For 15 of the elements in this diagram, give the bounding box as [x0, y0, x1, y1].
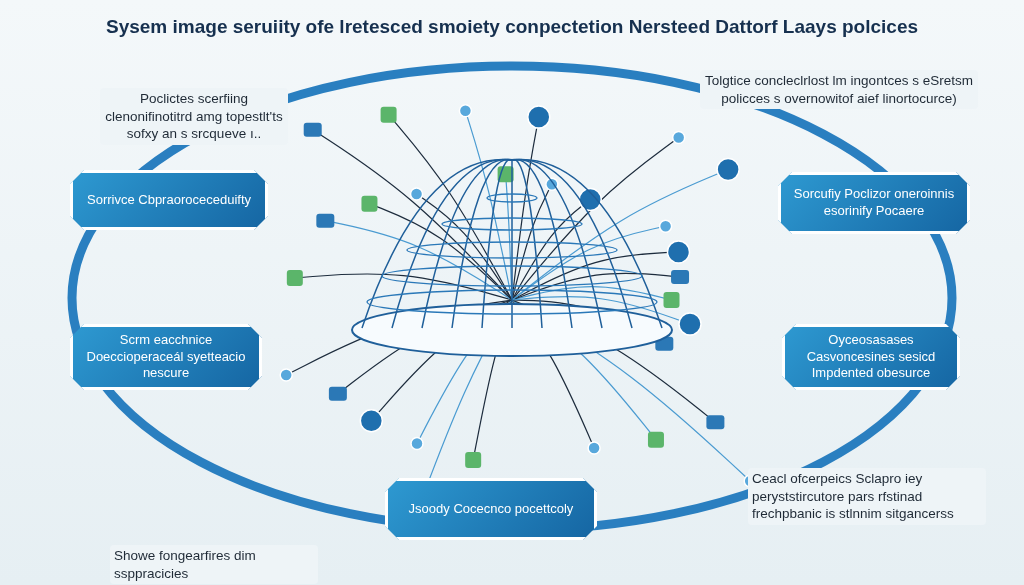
description-text: Ceacl ofcerpeics Sclapro iey peryststircutore pars rfstinad frechpbanic is stlnnim sitgancerss	[748, 468, 986, 525]
title: Sysem image seruiity ofe lretesced smoiety conpectetion Nersteed Dattorf Laays polcices	[105, 16, 919, 38]
policy-box	[782, 324, 960, 390]
box-text: Scrm eacchnice Doeccioperaceál syetteacio nescure	[85, 331, 247, 383]
description-text: Showe fongearfires dim ssppracicies	[110, 545, 318, 585]
policy-box	[70, 324, 262, 390]
policy-box	[385, 478, 597, 540]
box-text: Oyceosasases Casvoncesines sesicd Impdented obesurce	[805, 331, 937, 383]
box-text: Jsoody Cocecnco pocettcoly	[408, 500, 574, 518]
description-text: Tolgtice concleclrlost lm ingontces s eSretsm policces s overnowitof aief linortocurce)	[700, 70, 978, 110]
box-text: Sorcufiy Poclizor oneroinnis esorinify Pocaere	[792, 186, 956, 220]
description-text: Poclictes scerfiing clenonifinotitrd amg topestlt'ts sofxy an s srcqueve ı..	[100, 88, 288, 145]
box-text: Sorrivce Cbpraoroceceduifty	[87, 191, 251, 209]
policy-box	[70, 170, 268, 230]
policy-box	[778, 172, 970, 234]
